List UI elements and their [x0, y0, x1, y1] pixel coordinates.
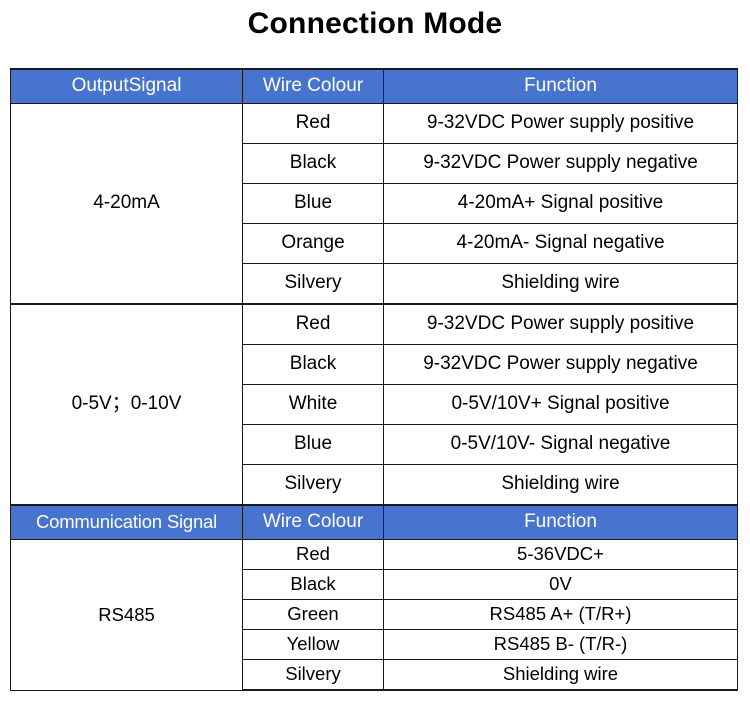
- function-cell: RS485 B- (T/R-): [383, 629, 738, 660]
- table-row: 0-5V；0-10V Red 9-32VDC Power supply posi…: [10, 303, 738, 506]
- function-cell: 0-5V/10V- Signal negative: [383, 424, 738, 465]
- function-cell: Shielding wire: [383, 263, 738, 305]
- signal-label-rs485: RS485: [10, 539, 243, 691]
- function-cell: 0V: [383, 569, 738, 600]
- table-row: Yellow RS485 B- (T/R-): [11, 629, 738, 660]
- signal-label-0-5v-0-10v: 0-5V；0-10V: [10, 303, 243, 506]
- table-row: Silvery Shielding wire: [11, 659, 738, 691]
- page-title: Connection Mode: [247, 7, 503, 40]
- wire-colour-cell: Yellow: [242, 629, 384, 660]
- table-row: Blue 0-5V/10V- Signal negative: [11, 424, 738, 465]
- column-header-function: Function: [383, 504, 738, 540]
- table-row: Black 9-32VDC Power supply negative: [11, 344, 738, 385]
- wire-colour-cell: Black: [242, 344, 384, 385]
- column-header-function: Function: [383, 68, 738, 104]
- column-header-communication-signal: Communication Signal: [10, 504, 243, 540]
- table-row: Silvery Shielding wire: [11, 464, 738, 506]
- table-header-row-communication: Communication Signal Wire Colour Functio…: [10, 504, 738, 540]
- column-header-output-signal: OutputSignal: [10, 68, 243, 104]
- column-header-wire-colour: Wire Colour: [242, 68, 384, 104]
- function-cell: 0-5V/10V+ Signal positive: [383, 384, 738, 425]
- connection-mode-table-wrapper: OutputSignal Wire Colour Function 4-20mA…: [10, 68, 738, 691]
- table-row: Orange 4-20mA- Signal negative: [11, 223, 738, 264]
- wire-colour-cell: Blue: [242, 183, 384, 224]
- column-header-wire-colour: Wire Colour: [242, 504, 384, 540]
- table-row: White 0-5V/10V+ Signal positive: [11, 384, 738, 425]
- table-header-row-analog: OutputSignal Wire Colour Function: [10, 68, 738, 104]
- function-cell: 9-32VDC Power supply positive: [383, 103, 738, 144]
- wire-colour-cell: Silvery: [242, 263, 384, 305]
- function-cell: 4-20mA+ Signal positive: [383, 183, 738, 224]
- wire-colour-cell: Black: [242, 569, 384, 600]
- table-row: Black 9-32VDC Power supply negative: [11, 143, 738, 184]
- function-cell: Shielding wire: [383, 464, 738, 506]
- table-row: 4-20mA Red 9-32VDC Power supply positive: [10, 103, 738, 305]
- wire-colour-cell: Red: [242, 103, 384, 144]
- function-cell: 9-32VDC Power supply positive: [383, 303, 738, 345]
- wire-colour-cell: Black: [242, 143, 384, 184]
- function-cell: 9-32VDC Power supply negative: [383, 344, 738, 385]
- function-cell: Shielding wire: [383, 659, 738, 691]
- wire-colour-cell: Blue: [242, 424, 384, 465]
- function-cell: RS485 A+ (T/R+): [383, 599, 738, 630]
- wire-colour-cell: Green: [242, 599, 384, 630]
- wire-colour-cell: Silvery: [242, 464, 384, 506]
- wire-colour-cell: Orange: [242, 223, 384, 264]
- table-row: Silvery Shielding wire: [11, 263, 738, 305]
- wire-colour-cell: Red: [242, 539, 384, 570]
- table-row: Blue 4-20mA+ Signal positive: [11, 183, 738, 224]
- wire-colour-cell: Red: [242, 303, 384, 345]
- table-row: Green RS485 A+ (T/R+): [11, 599, 738, 630]
- wire-colour-cell: Silvery: [242, 659, 384, 691]
- signal-label-4-20ma: 4-20mA: [10, 103, 243, 305]
- function-cell: 4-20mA- Signal negative: [383, 223, 738, 264]
- function-cell: 9-32VDC Power supply negative: [383, 143, 738, 184]
- connection-mode-table: OutputSignal Wire Colour Function 4-20mA…: [10, 68, 738, 691]
- table-row: RS485 Red 5-36VDC+: [10, 539, 738, 691]
- wire-colour-cell: White: [242, 384, 384, 425]
- function-cell: 5-36VDC+: [383, 539, 738, 570]
